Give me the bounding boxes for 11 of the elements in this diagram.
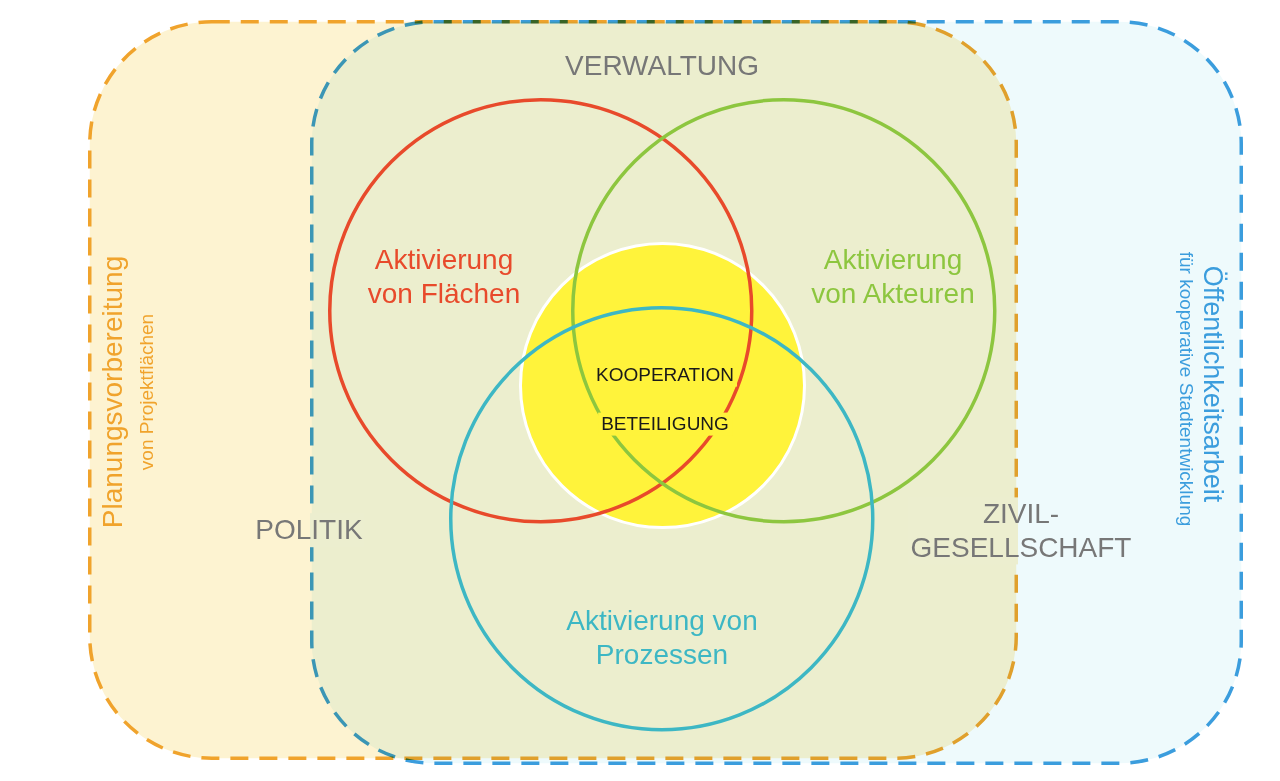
area-label: ZIVIL- GESELLSCHAFT [908, 497, 1134, 565]
venn-circle [449, 306, 875, 732]
circle-label: Aktivierung von Prozessen [565, 604, 759, 672]
circle-label: Aktivierung von Akteuren [810, 243, 976, 311]
area-label: VERWALTUNG [565, 49, 759, 83]
region-title: Öffentlichkeitsarbeit [1197, 265, 1230, 503]
region-subtitle: von Projektflächen [135, 313, 158, 471]
center-disc [518, 241, 806, 529]
region-subtitle: für kooperative Stadtentwicklung [1175, 251, 1198, 527]
region-title: Planungsvorbereitung [96, 255, 130, 529]
circle-label: Aktivierung von Flächen [367, 243, 521, 311]
